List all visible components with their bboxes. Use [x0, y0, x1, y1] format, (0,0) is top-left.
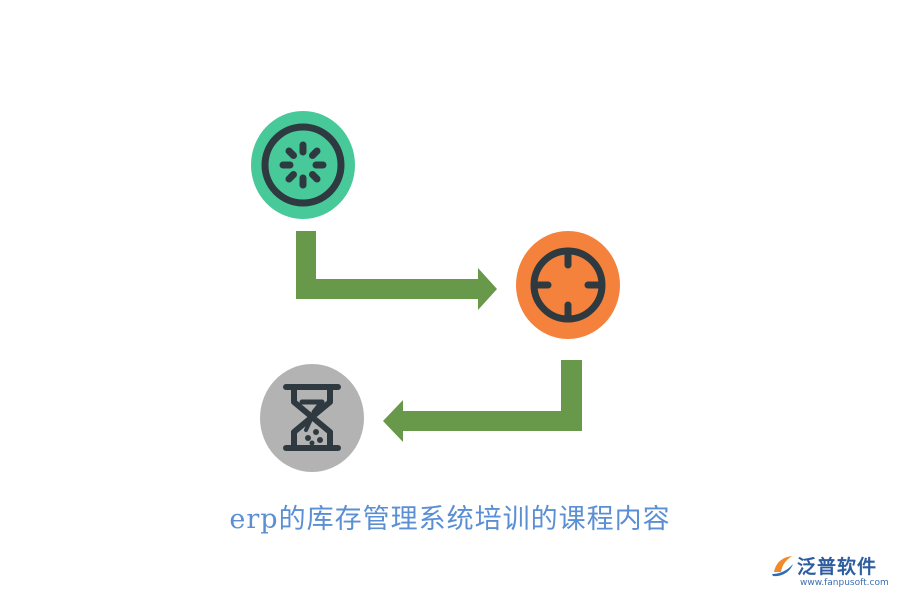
logo-mark-icon [772, 556, 793, 577]
brand-logo: 泛普软件 www.fanpusoft.com [770, 550, 895, 594]
logo-name: 泛普软件 [797, 556, 878, 578]
logo-mark-orange [774, 556, 792, 572]
logo-mark-blue [772, 564, 793, 577]
target-node [516, 231, 620, 339]
hourglass-sand-dots [305, 429, 323, 446]
diagram-title: erp的库存管理系统培训的课程内容 [229, 504, 671, 535]
loading-node [251, 111, 355, 219]
loading-spinner-icon [261, 123, 345, 207]
arrow-target-to-hourglass [383, 360, 582, 442]
logo-url: www.fanpusoft.com [800, 578, 889, 588]
hourglass-icon [283, 384, 341, 451]
hourglass-node [260, 364, 364, 472]
left-arrow [383, 360, 582, 442]
arrow-loading-to-target [296, 231, 497, 310]
right-arrow [296, 231, 497, 310]
crosshair-target-icon [530, 247, 606, 323]
